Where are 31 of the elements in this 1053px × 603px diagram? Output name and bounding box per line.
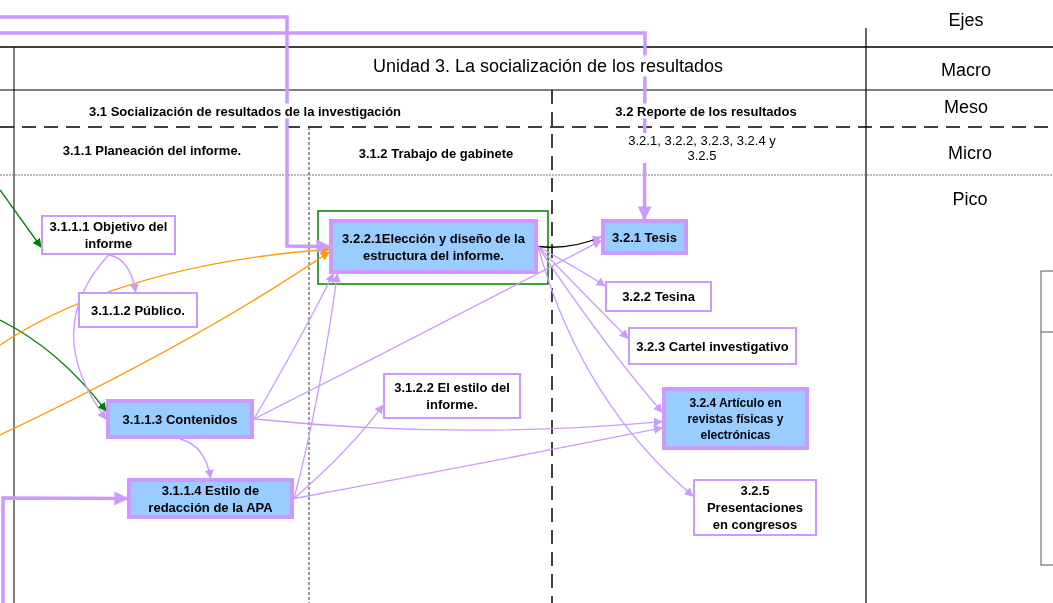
arrow [253,239,602,420]
process-box: 3.1.1.3 Contenidos [106,399,254,439]
arrow [0,245,330,346]
arrow [0,15,331,254]
arrow [0,251,330,436]
process-box: 3.1.1.4 Estilo de redacción de la APA [127,478,294,519]
process-box: 3.1.2.2 El estilo del informe. [383,373,521,419]
process-box: 3.2.3 Cartel investigativo [628,327,797,365]
arrow [253,273,334,420]
process-box: 3.2.4 Artículo en revistas físicas y electrónicas [662,387,809,450]
arrow [253,417,663,431]
arrow [179,438,214,479]
arrow [1,491,129,603]
arrow [0,319,107,412]
arrow [72,254,110,420]
arrow [537,245,629,340]
column-heading: 3.1 Socialización de resultados de la investigación [86,103,404,119]
process-box: 3.2.1 Tesis [601,219,688,255]
process-box: 3.2.5 Presentaciones en congresos [693,479,817,536]
arrow [537,245,606,287]
arrow [293,425,663,500]
arrow [537,235,602,248]
arrow [0,31,652,221]
arrow [293,404,384,500]
process-box: 3.1.1.1 Objetivo del informe [41,215,176,255]
process-box: 3.2.2 Tesina [605,281,712,312]
arrow [0,189,42,248]
arrow [107,254,139,293]
process-box: 3.2.2.1Elección y diseño de la estructura del informe. [329,219,538,274]
process-box: 3.1.1.2 Público. [78,292,198,328]
column-heading: 3.2 Reporte de los resultados [613,103,799,119]
